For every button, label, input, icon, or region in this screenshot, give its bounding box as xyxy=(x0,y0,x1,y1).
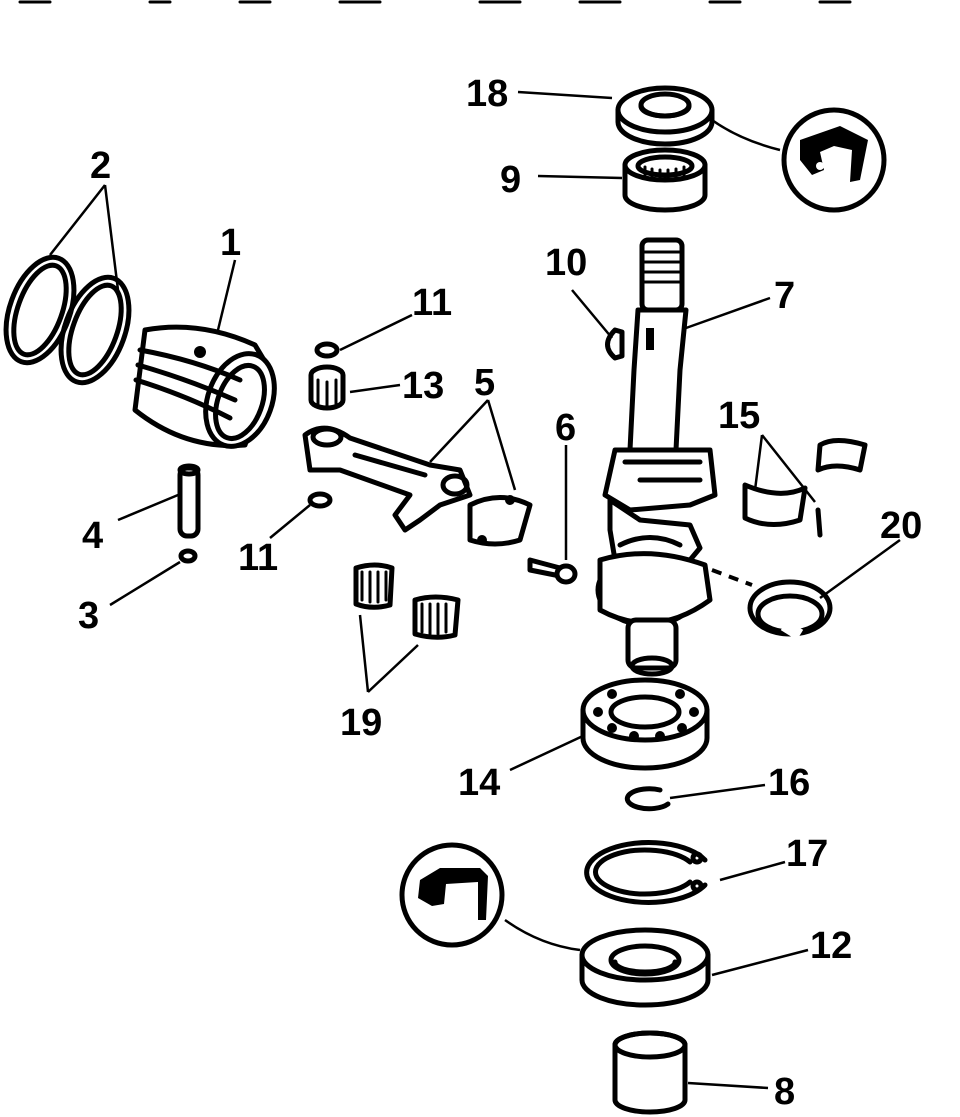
label-10: 10 xyxy=(545,242,587,284)
label-3: 3 xyxy=(78,595,99,637)
label-6: 6 xyxy=(555,407,576,449)
sealant-applicator-icon xyxy=(399,842,581,952)
part-4-wrist-pin xyxy=(177,463,201,539)
part-1-piston xyxy=(132,324,277,449)
part-16-snap-ring xyxy=(624,786,671,812)
label-2: 2 xyxy=(90,145,111,187)
part-14-ball-bearing xyxy=(580,677,710,771)
label-12: 12 xyxy=(810,925,852,967)
label-13: 13 xyxy=(402,365,444,407)
part-7-crankshaft xyxy=(595,237,718,677)
label-14: 14 xyxy=(458,762,500,804)
label-16: 16 xyxy=(768,762,810,804)
part-20-ring xyxy=(711,568,833,641)
label-11-upper: 11 xyxy=(412,282,452,324)
callout-labels: 1 2 3 4 5 6 7 8 9 10 11 11 12 13 14 15 1… xyxy=(78,73,922,1113)
label-8: 8 xyxy=(774,1071,795,1113)
label-7: 7 xyxy=(774,275,795,317)
part-18-upper-seal xyxy=(615,85,715,147)
label-20: 20 xyxy=(880,505,922,547)
part-11-washer-upper xyxy=(314,341,340,359)
part-15-bearing-halves xyxy=(742,438,868,538)
label-5: 5 xyxy=(474,362,495,404)
part-5-connecting-rod xyxy=(302,425,533,547)
part-13-needle-bearing xyxy=(308,364,346,411)
part-17-retaining-ring xyxy=(584,840,708,905)
label-11-lower: 11 xyxy=(238,537,278,579)
label-19: 19 xyxy=(340,702,382,744)
part-19-bearing-cages xyxy=(353,562,461,640)
part-11-washer-lower xyxy=(307,491,333,509)
part-12-lower-seal xyxy=(579,927,711,1008)
part-2-piston-rings xyxy=(3,254,132,386)
part-9-needle-bearing xyxy=(622,147,708,213)
label-18: 18 xyxy=(466,73,508,115)
part-3-retainer xyxy=(178,548,198,564)
part-8-bushing xyxy=(612,1030,688,1115)
label-9: 9 xyxy=(500,159,521,201)
label-1: 1 xyxy=(220,222,241,264)
label-4: 4 xyxy=(82,515,103,557)
leader-lines xyxy=(49,90,901,1090)
sealant-applicator-icon xyxy=(711,107,887,213)
label-15: 15 xyxy=(718,395,760,437)
part-6-screw xyxy=(527,557,578,585)
label-17: 17 xyxy=(786,833,828,875)
